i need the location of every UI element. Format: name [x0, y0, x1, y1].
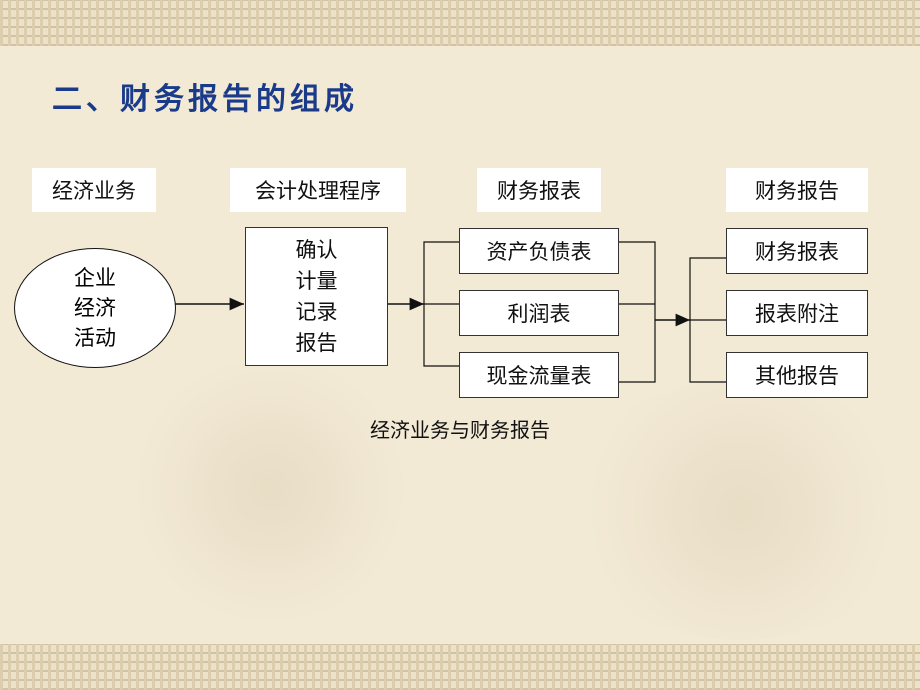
oval-line: 活动 — [74, 326, 116, 350]
report-notes: 报表附注 — [726, 290, 868, 336]
oval-line: 企业 — [74, 266, 116, 290]
accounting-process-box: 确认 计量 记录 报告 — [245, 227, 388, 366]
header-accounting-process: 会计处理程序 — [230, 168, 406, 212]
bracket-statements-right — [619, 241, 656, 383]
bottom-border-pattern — [0, 644, 920, 690]
header-financial-report: 财务报告 — [726, 168, 868, 212]
report-financial-statements: 财务报表 — [726, 228, 868, 274]
oval-line: 经济 — [74, 296, 116, 320]
header-economic-business: 经济业务 — [32, 168, 156, 212]
top-border-pattern — [0, 0, 920, 46]
statement-balance-sheet: 资产负债表 — [459, 228, 619, 274]
report-other: 其他报告 — [726, 352, 868, 398]
process-step: 计量 — [295, 268, 338, 293]
statement-cash-flow: 现金流量表 — [459, 352, 619, 398]
page-title: 二、财务报告的组成 — [52, 82, 358, 117]
background-ornament — [120, 360, 420, 620]
statement-income: 利润表 — [459, 290, 619, 336]
process-step: 确认 — [295, 237, 338, 262]
background-ornament — [560, 380, 920, 640]
header-financial-statements: 财务报表 — [477, 168, 601, 212]
process-step: 记录 — [295, 299, 338, 324]
process-step: 报告 — [295, 330, 338, 355]
enterprise-activity-oval: 企业 经济 活动 — [14, 248, 176, 368]
diagram-caption: 经济业务与财务报告 — [370, 418, 550, 442]
